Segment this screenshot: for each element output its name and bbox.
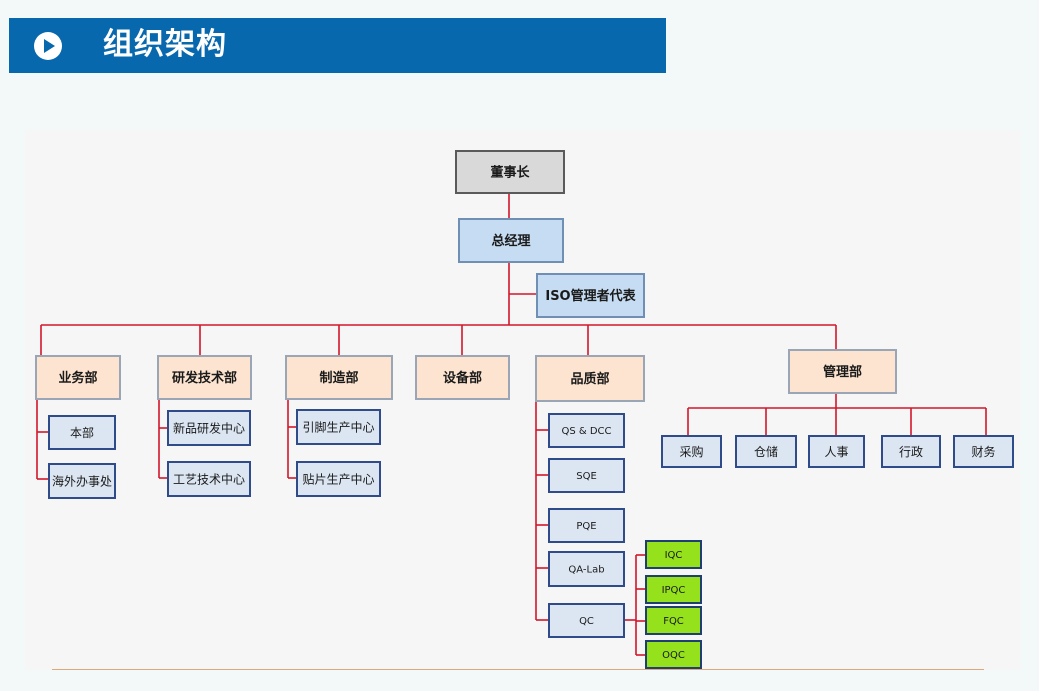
management-unit-0-box bbox=[661, 435, 722, 468]
node-iso-representative-label: ISO管理者代表 bbox=[545, 288, 636, 304]
qc-unit-oqc-label: OQC bbox=[662, 650, 685, 661]
page-title: 组织架构 bbox=[103, 27, 227, 62]
quality-unit-1-box bbox=[548, 458, 625, 493]
node-general-manager-box bbox=[458, 218, 564, 263]
dept-manufacturing: 制造部 bbox=[285, 355, 393, 400]
node-chairman-label: 董事长 bbox=[490, 165, 530, 181]
quality-unit-2-label: PQE bbox=[576, 521, 596, 532]
dept-quality-box bbox=[535, 355, 645, 402]
quality-unit-1: SQE bbox=[548, 458, 625, 493]
qc-unit-fqc: FQC bbox=[645, 606, 702, 635]
divider-line bbox=[52, 669, 984, 670]
management-unit-2: 人事 bbox=[808, 435, 865, 468]
quality-unit-0-box bbox=[548, 413, 625, 448]
mfg-unit-pin: 引脚生产中心 bbox=[296, 409, 381, 445]
qc-unit-ipqc-box bbox=[645, 575, 702, 604]
management-unit-4-box bbox=[953, 435, 1014, 468]
rd-unit-new-product-label: 新品研发中心 bbox=[173, 420, 245, 435]
quality-unit-1-label: SQE bbox=[576, 471, 597, 482]
mfg-unit-pin-label: 引脚生产中心 bbox=[302, 419, 374, 434]
dept-rd: 研发技术部 bbox=[157, 355, 252, 400]
dept-management-box bbox=[788, 349, 897, 394]
mfg-unit-smd-label: 贴片生产中心 bbox=[302, 471, 374, 486]
qc-unit-oqc-box bbox=[645, 640, 702, 669]
management-unit-3-box bbox=[881, 435, 941, 468]
dept-quality-label: 品质部 bbox=[570, 371, 609, 387]
quality-unit-0-label: QS & DCC bbox=[561, 426, 611, 437]
quality-unit-0: QS & DCC bbox=[548, 413, 625, 448]
qc-unit-ipqc: IPQC bbox=[645, 575, 702, 604]
node-iso-representative: ISO管理者代表 bbox=[536, 273, 645, 318]
dept-manufacturing-label: 制造部 bbox=[319, 370, 358, 386]
quality-unit-2-box bbox=[548, 508, 625, 543]
quality-unit-4: QC bbox=[548, 603, 625, 638]
dept-equipment-label: 设备部 bbox=[443, 370, 482, 386]
qc-unit-iqc-label: IQC bbox=[665, 550, 683, 561]
dept-manufacturing-box bbox=[285, 355, 393, 400]
mfg-unit-smd-box bbox=[296, 461, 381, 497]
qc-unit-ipqc-label: IPQC bbox=[662, 585, 686, 596]
quality-unit-3-label: QA-Lab bbox=[568, 565, 604, 576]
management-unit-3-label: 行政 bbox=[899, 445, 923, 459]
rd-unit-new-product-box bbox=[167, 410, 251, 446]
title-bar: 组织架构 bbox=[9, 18, 666, 73]
management-unit-4: 财务 bbox=[953, 435, 1014, 468]
qc-unit-iqc-box bbox=[645, 540, 702, 569]
sales-unit-headquarters-box bbox=[48, 415, 116, 450]
dept-sales: 业务部 bbox=[35, 355, 121, 400]
quality-unit-4-box bbox=[548, 603, 625, 638]
quality-unit-4-label: QC bbox=[579, 616, 594, 627]
node-general-manager-label: 总经理 bbox=[491, 233, 530, 249]
mfg-unit-smd: 贴片生产中心 bbox=[296, 461, 381, 497]
play-circle-icon bbox=[34, 32, 62, 60]
dept-equipment-box bbox=[415, 355, 510, 400]
node-chairman: 董事长 bbox=[455, 150, 565, 194]
rd-unit-process-tech-box bbox=[167, 461, 251, 497]
qc-unit-fqc-box bbox=[645, 606, 702, 635]
management-unit-1-label: 仓储 bbox=[754, 444, 778, 459]
management-unit-3: 行政 bbox=[881, 435, 941, 468]
node-iso-representative-box bbox=[536, 273, 645, 318]
dept-sales-label: 业务部 bbox=[58, 370, 97, 386]
sales-unit-headquarters-label: 本部 bbox=[70, 425, 94, 440]
dept-management: 管理部 bbox=[788, 349, 897, 394]
dept-sales-box bbox=[35, 355, 121, 400]
dept-management-label: 管理部 bbox=[823, 364, 862, 380]
sales-unit-overseas-office: 海外办事处 bbox=[48, 463, 116, 499]
rd-unit-process-tech: 工艺技术中心 bbox=[167, 461, 251, 497]
quality-unit-3: QA-Lab bbox=[548, 551, 625, 587]
management-unit-2-label: 人事 bbox=[824, 445, 848, 459]
dept-rd-label: 研发技术部 bbox=[172, 370, 237, 386]
node-chairman-box bbox=[455, 150, 565, 194]
management-unit-0-label: 采购 bbox=[679, 444, 703, 459]
management-unit-2-box bbox=[808, 435, 865, 468]
rd-unit-process-tech-label: 工艺技术中心 bbox=[173, 471, 245, 486]
management-unit-4-label: 财务 bbox=[971, 444, 995, 459]
sales-unit-overseas-office-box bbox=[48, 463, 116, 499]
qc-unit-oqc: OQC bbox=[645, 640, 702, 669]
mfg-unit-pin-box bbox=[296, 409, 381, 445]
management-unit-0: 采购 bbox=[661, 435, 722, 468]
rd-unit-new-product: 新品研发中心 bbox=[167, 410, 251, 446]
qc-unit-fqc-label: FQC bbox=[663, 616, 684, 627]
quality-unit-2: PQE bbox=[548, 508, 625, 543]
qc-unit-iqc: IQC bbox=[645, 540, 702, 569]
sales-unit-overseas-office-label: 海外办事处 bbox=[52, 473, 112, 488]
management-unit-1-box bbox=[735, 435, 797, 468]
management-unit-1: 仓储 bbox=[735, 435, 797, 468]
quality-unit-3-box bbox=[548, 551, 625, 587]
dept-equipment: 设备部 bbox=[415, 355, 510, 400]
node-general-manager: 总经理 bbox=[458, 218, 564, 263]
dept-quality: 品质部 bbox=[535, 355, 645, 402]
sales-unit-headquarters: 本部 bbox=[48, 415, 116, 450]
dept-rd-box bbox=[157, 355, 252, 400]
